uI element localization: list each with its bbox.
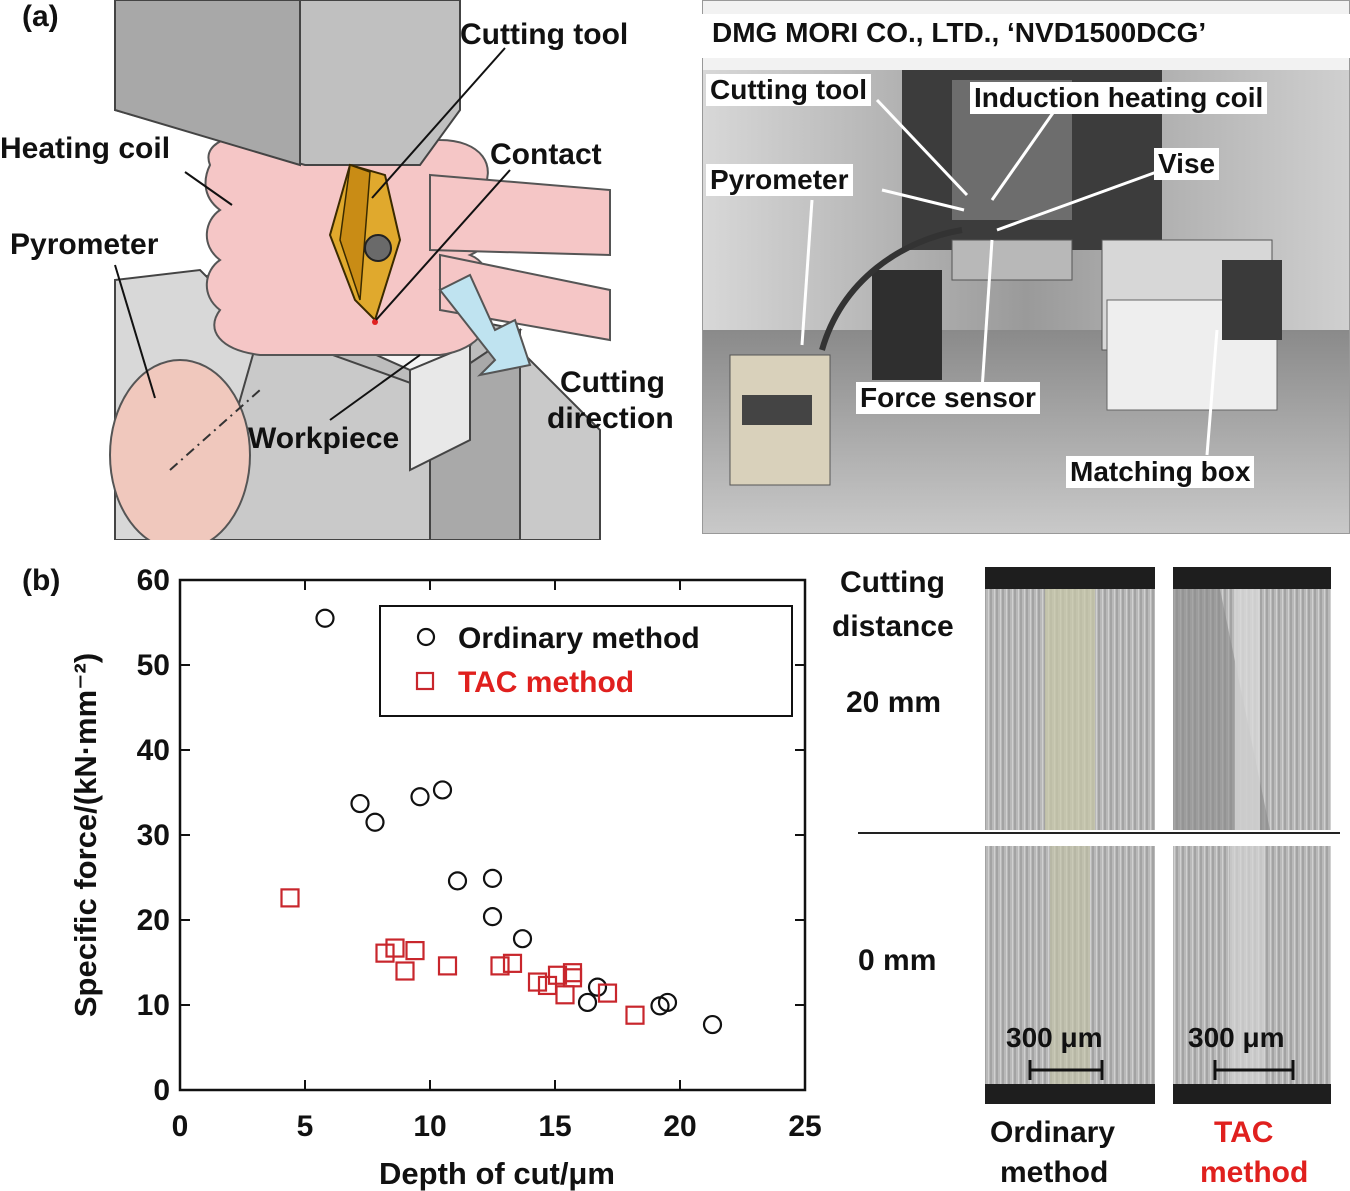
label-cutting: Cutting [560,366,665,399]
tool-wear-micrographs [858,567,1340,1104]
tac-method-point [375,943,395,963]
x-tick-label: 15 [538,1110,571,1143]
ordinary-method-point [482,868,503,888]
photo-label-cutting-tool: Cutting tool [706,74,872,106]
ordinary-method-point [315,608,335,628]
ordinary-method-point [512,929,533,949]
scale-bar-label-left: 300 μm [1006,1022,1103,1053]
tac-method-point [280,888,300,908]
scale-bar-label-right: 300 μm [1188,1022,1285,1053]
column-label-ordinary-1: Ordinary [990,1116,1116,1149]
column-label-ordinary-2: method [1000,1156,1109,1189]
legend-label-ordinary: Ordinary method [458,622,700,655]
tac-method-point [555,985,575,1005]
legend-label-tac: TAC method [458,666,634,699]
label-heating-coil: Heating coil [0,132,171,165]
tac-method-point [547,965,568,985]
x-tick-label: 0 [172,1110,189,1143]
ordinary-method-point [702,1014,723,1035]
y-tick-label: 60 [137,564,170,597]
photo-label-pyrometer: Pyrometer [706,164,853,196]
ordinary-method-point [577,992,598,1013]
label-row-0mm: 0 mm [858,944,937,977]
label-contact: Contact [490,138,602,171]
label-direction: direction [547,402,674,435]
photo-label-vise: Vise [1154,148,1220,180]
photo-label-induction-heating-coil: Induction heating coil [970,82,1268,114]
label-cutting-tool: Cutting tool [460,18,629,51]
tac-method-point [625,1005,645,1025]
ordinary-method-point [365,812,385,832]
label-workpiece: Workpiece [248,422,400,455]
photo-label-force-sensor: Force sensor [856,382,1040,414]
column-label-tac-1: TAC [1214,1116,1274,1149]
label-row-20mm: 20 mm [846,686,942,719]
tac-method-point [405,941,425,961]
ordinary-method-point [657,992,678,1013]
y-axis-title: Specific force/(kN·mm⁻²) [68,653,103,1017]
photo-title-bg [702,14,1350,58]
legend-box [379,605,793,717]
y-tick-label: 20 [137,904,170,937]
ordinary-method-point [410,787,430,807]
ordinary-method-point [350,793,370,814]
tac-method-point [490,956,510,976]
label-cutting-distance-1: Cutting [840,566,945,599]
x-tick-label: 5 [297,1110,314,1143]
heating-schematic-illustration [109,0,611,540]
panel-a-tag: (a) [22,0,59,33]
y-tick-label: 30 [137,819,170,852]
panel-b-tag: (b) [22,564,61,597]
legend-marker-ordinary [416,627,436,647]
x-tick-label: 10 [413,1110,446,1143]
tac-method-point [502,953,523,973]
x-tick-label: 25 [788,1110,821,1143]
tac-method-point [395,961,415,981]
ordinary-method-point [587,977,608,997]
tac-method-point [385,938,405,958]
photo-label-matching-box: Matching box [1066,456,1255,488]
ordinary-method-point [432,780,453,800]
tac-method-point [527,972,548,992]
x-tick-label: 20 [663,1110,696,1143]
x-axis-title: Depth of cut/μm [379,1156,615,1191]
column-label-tac-2: method [1200,1156,1309,1189]
y-tick-label: 0 [153,1074,170,1107]
tac-method-point [597,983,618,1003]
tac-method-point [562,968,583,988]
tac-method-point [437,956,458,976]
y-tick-label: 50 [137,649,170,682]
label-cutting-distance-2: distance [832,610,954,643]
y-tick-label: 40 [137,734,170,767]
legend-marker-tac [415,671,435,691]
label-machine-model: DMG MORI CO., LTD., ‘NVD1500DCG’ [712,17,1207,48]
ordinary-method-point [482,907,503,927]
y-tick-label: 10 [137,989,170,1022]
ordinary-method-point [447,871,468,891]
label-pyrometer: Pyrometer [10,228,159,261]
